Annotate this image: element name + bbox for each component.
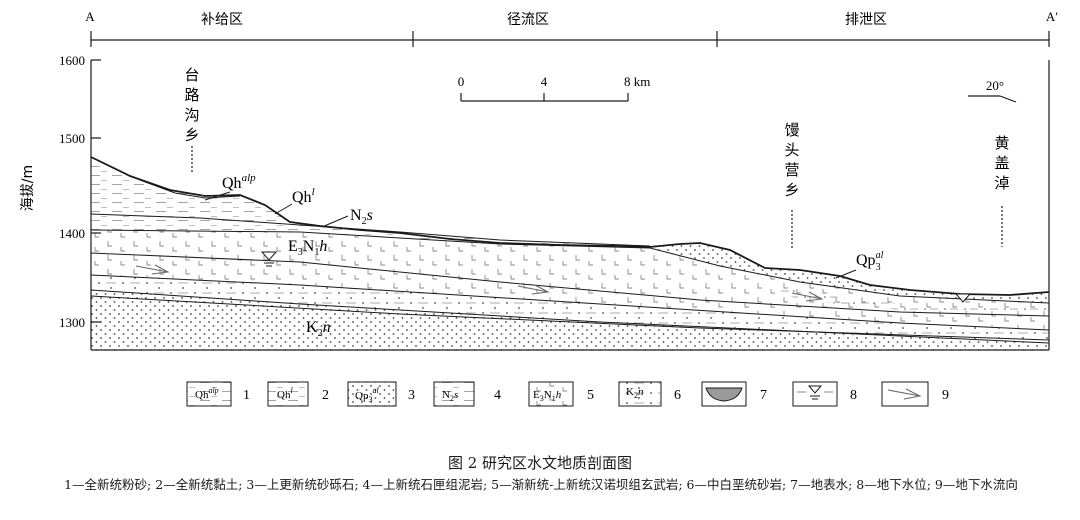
zone-recharge: 补给区	[201, 12, 243, 28]
place-huanggainao: 黄 盖 淖	[994, 134, 1009, 247]
legend-item-1: Qhalp 1	[187, 382, 250, 406]
label-n2s-base: N	[350, 207, 362, 224]
legend-num-6: 6	[674, 388, 681, 403]
legend-num-9: 9	[942, 388, 949, 403]
place-huanggainao-char: 盖	[994, 154, 1009, 172]
place-mantouying-char: 乡	[784, 181, 799, 199]
legend-item-3: Qp3al 3	[348, 382, 415, 406]
label-qh-l-base: Qh	[292, 189, 312, 206]
y-axis: 1600 1500 1400 1300 海拔/m	[20, 53, 101, 350]
y-axis-label: 海拔/m	[20, 165, 36, 211]
dip-indicator: 20°	[968, 78, 1016, 102]
legend-item-5: E3N1h 5	[529, 382, 594, 406]
legend-item-8: 8	[793, 382, 857, 406]
legend-num-2: 2	[322, 388, 329, 403]
legend-num-3: 3	[408, 388, 415, 403]
label-qh-l: Qhl	[275, 186, 315, 214]
zone-discharge: 排泄区	[845, 12, 887, 28]
scale-tick-0: 0	[458, 74, 465, 89]
place-mantouying: 馒 头 营 乡	[784, 121, 799, 250]
y-tick-1400: 1400	[59, 226, 85, 241]
section-start-label: A	[85, 9, 95, 24]
label-k2n-tail: n	[323, 319, 331, 336]
label-qp3al-base: Qp	[856, 252, 876, 269]
y-tick-1500: 1500	[59, 131, 85, 146]
label-k2n-base: K	[306, 319, 318, 336]
svg-text:Qp3al: Qp3al	[856, 250, 884, 273]
scale-tick-4: 4	[541, 74, 548, 89]
legend-num-8: 8	[850, 388, 857, 403]
svg-text:N2s: N2s	[350, 207, 373, 227]
scale-bar: 0 4 8 km	[458, 74, 651, 101]
legend-num-7: 7	[760, 388, 767, 403]
label-n2s: N2s	[322, 207, 373, 227]
label-qh-alp-base: Qh	[222, 175, 242, 192]
legend-item-9: 9	[882, 382, 949, 406]
dip-label: 20°	[986, 78, 1004, 93]
place-tailugou-char: 路	[184, 86, 199, 104]
legend-item-6: K2n 6	[619, 382, 681, 406]
figure-caption-title: 图 2 研究区水文地质剖面图	[0, 452, 1080, 473]
label-qp3al-sup: al	[876, 250, 884, 261]
place-huanggainao-char: 淖	[994, 174, 1009, 192]
label-qp3al-sub: 3	[876, 262, 881, 273]
legend-item-4: N2s 4	[434, 382, 501, 406]
place-tailugou-char: 沟	[184, 106, 199, 124]
place-mantouying-char: 馒	[784, 121, 799, 139]
label-qp3al: Qp3al	[836, 250, 884, 278]
label-e3n1h-b: N	[303, 238, 315, 255]
place-tailugou-char: 台	[184, 66, 199, 84]
legend-item-7: 7	[702, 382, 767, 406]
legend-item-2: Qhl 2	[268, 382, 329, 406]
label-n2s-tail: s	[367, 207, 373, 224]
zone-header: A A′ 补给区 径流区 排泄区	[85, 9, 1058, 47]
section-end-label: A′	[1046, 9, 1058, 24]
place-mantouying-char: 头	[784, 141, 799, 159]
zone-runoff: 径流区	[507, 12, 549, 28]
y-tick-1600: 1600	[59, 53, 85, 68]
place-mantouying-char: 营	[784, 161, 799, 179]
svg-text:Qhalp: Qhalp	[222, 172, 256, 192]
figure-caption-notes: 1—全新统粉砂; 2—全新统黏土; 3—上更新统砂砾石; 4—上新统石匣组泥岩;…	[6, 474, 1076, 495]
hydrogeological-section: A A′ 补给区 径流区 排泄区	[0, 0, 1080, 450]
place-huanggainao-char: 黄	[994, 134, 1009, 152]
label-e3n1h-a: E	[288, 238, 298, 255]
scale-tick-8: 8 km	[624, 74, 650, 89]
place-tailugou-char: 乡	[184, 126, 199, 144]
label-qh-alp-sup: alp	[242, 172, 257, 184]
y-tick-1300: 1300	[59, 315, 85, 330]
place-tailugou: 台 路 沟 乡	[184, 66, 199, 172]
legend-num-4: 4	[494, 388, 501, 403]
svg-text:E3N1h: E3N1h	[533, 389, 562, 403]
label-e3n1h-tail: h	[319, 238, 327, 255]
legend: Qhalp 1 Qhl 2 Qp3al 3 N2s 4 E3N1h 5 K2n …	[187, 382, 949, 406]
legend-num-1: 1	[243, 388, 250, 403]
svg-text:Qhl: Qhl	[292, 186, 315, 206]
legend-num-5: 5	[587, 388, 594, 403]
label-qh-l-sup: l	[312, 186, 315, 198]
